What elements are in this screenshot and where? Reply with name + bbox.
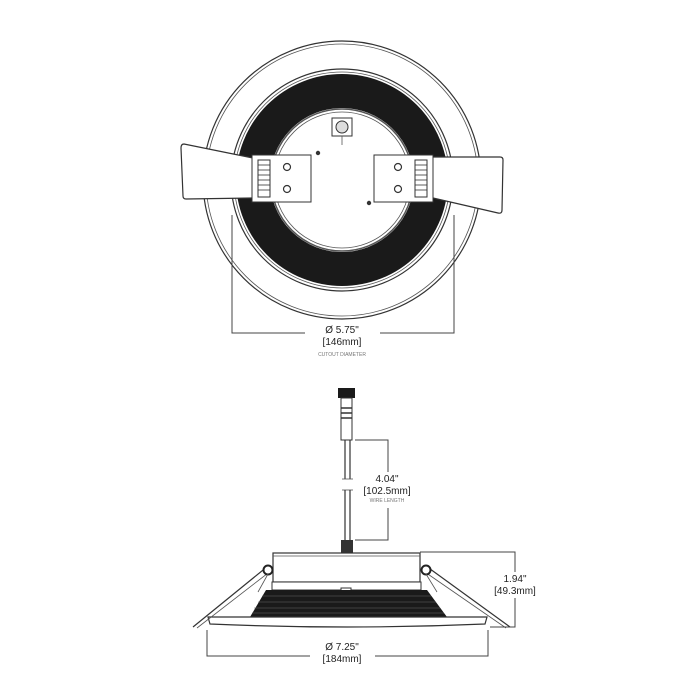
cutout-dimension xyxy=(231,215,455,334)
wire-length-dimension xyxy=(355,439,389,472)
height-in: 1.94" xyxy=(503,574,526,585)
quick-connector-cap xyxy=(338,388,355,398)
baffle xyxy=(250,590,447,617)
wire-strain-relief xyxy=(341,540,353,553)
mount-hole xyxy=(282,162,292,172)
wire-length-mm: [102.5mm] xyxy=(363,486,410,497)
right-spring-tab xyxy=(432,156,504,214)
left-spring-clip xyxy=(192,564,274,629)
side-view: 4.04" [102.5mm] WIRE LENGTH 1.94" [49.3m… xyxy=(192,388,536,665)
height-dimension xyxy=(420,551,516,572)
screw-hole xyxy=(315,150,321,156)
height-dimension-lower xyxy=(490,598,516,628)
trim-diameter-mm: [184mm] xyxy=(323,654,362,665)
trim-flange xyxy=(207,616,488,628)
cutout-diameter-in: Ø 5.75" xyxy=(325,325,359,336)
wire-length-label: WIRE LENGTH xyxy=(370,498,405,504)
top-view: Ø 5.75" [146mm] CUTOUT DIAMETER xyxy=(180,40,504,358)
trim-diameter-dimension xyxy=(206,630,310,657)
connector-socket-face xyxy=(335,120,349,134)
wire-length-dimension-lower xyxy=(355,508,389,541)
screw-hole xyxy=(366,200,372,206)
mount-hole xyxy=(393,184,403,194)
right-spring-clip xyxy=(420,564,511,629)
mount-hole xyxy=(282,184,292,194)
housing-body xyxy=(272,552,421,583)
trim-diameter-in: Ø 7.25" xyxy=(325,642,359,653)
height-mm: [49.3mm] xyxy=(494,586,536,597)
mount-hole xyxy=(393,162,403,172)
trim-diameter-dimension-right xyxy=(375,630,489,657)
left-spring-tab xyxy=(180,143,254,200)
right-spring-coil xyxy=(414,159,428,198)
wire-length-in: 4.04" xyxy=(375,474,398,485)
left-spring-coil xyxy=(257,159,271,198)
quick-connector-body xyxy=(340,397,353,441)
cutout-diameter-mm: [146mm] xyxy=(323,337,362,348)
wire xyxy=(342,440,353,540)
cutout-label: CUTOUT DIAMETER xyxy=(318,352,366,358)
